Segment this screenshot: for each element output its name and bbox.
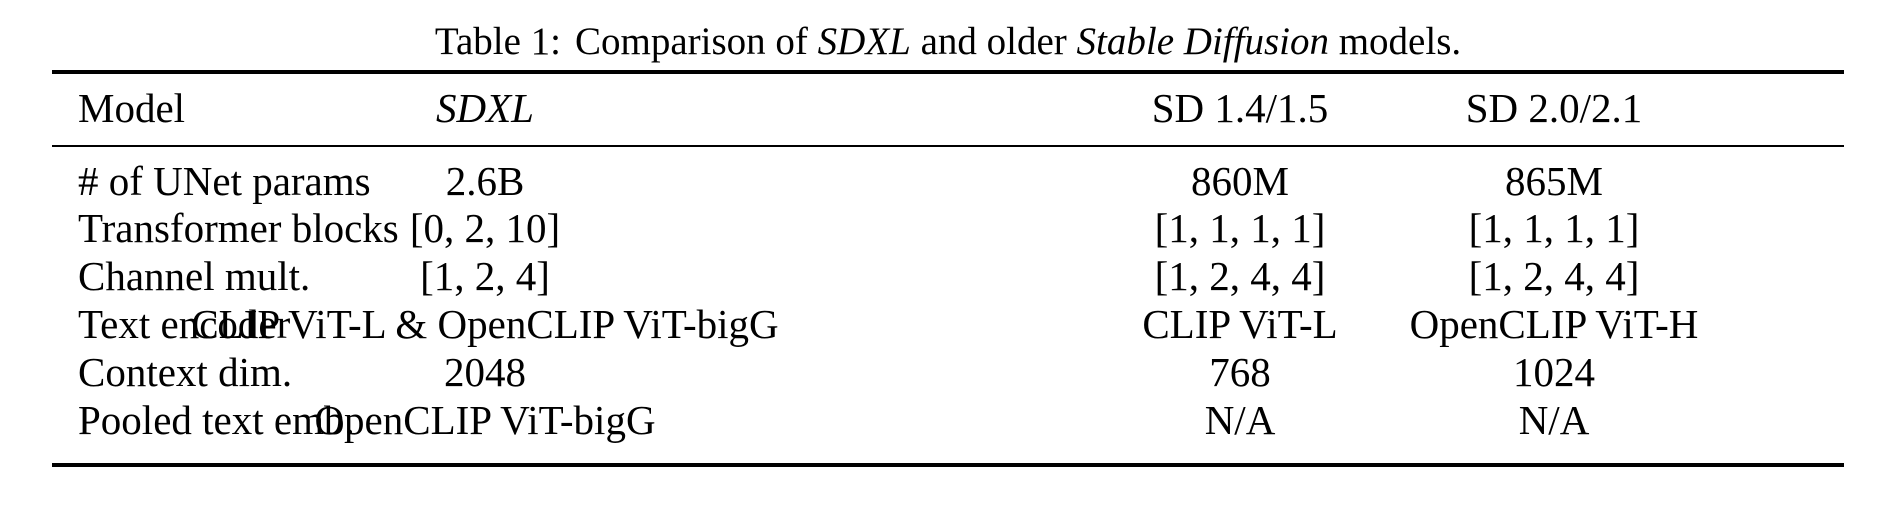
cell-sd-2-0-2-1: 1024 xyxy=(1513,349,1595,395)
cell-sd-1-4-1-5: CLIP ViT-L xyxy=(1142,301,1338,347)
header-sd-2-0-2-1: SD 2.0/2.1 xyxy=(1465,85,1643,131)
cell-sdxl: 2.6B xyxy=(445,158,525,204)
caption-text-middle: and older xyxy=(910,20,1077,63)
caption-text-after: models. xyxy=(1328,20,1462,63)
cell-sd-2-0-2-1: [1, 2, 4, 4] xyxy=(1468,253,1640,299)
table-row-channel-mult: Channel mult. [1, 2, 4] [1, 2, 4, 4] [1,… xyxy=(52,254,1844,298)
row-label: Transformer blocks xyxy=(78,205,399,251)
cell-sdxl: OpenCLIP ViT-bigG xyxy=(314,397,656,443)
cell-sd-1-4-1-5: 860M xyxy=(1191,158,1289,204)
table-row-context-dim: Context dim. 2048 768 1024 xyxy=(52,350,1844,394)
row-label: # of UNet params xyxy=(78,158,371,204)
cell-sd-2-0-2-1: [1, 1, 1, 1] xyxy=(1468,205,1640,251)
table-row-text-encoder: Text encoder CLIP ViT-L & OpenCLIP ViT-b… xyxy=(52,302,1844,346)
cell-sdxl: [0, 2, 10] xyxy=(409,205,561,251)
table-header-rule xyxy=(52,145,1844,147)
cell-sdxl: 2048 xyxy=(444,349,526,395)
caption-emphasis-stable-diffusion: Stable Diffusion xyxy=(1076,20,1329,63)
caption-text-before: Comparison of xyxy=(575,20,818,63)
cell-sdxl: CLIP ViT-L & OpenCLIP ViT-bigG xyxy=(191,301,779,347)
row-label: Channel mult. xyxy=(78,253,311,299)
cell-sd-1-4-1-5: N/A xyxy=(1204,397,1276,443)
cell-sd-1-4-1-5: [1, 1, 1, 1] xyxy=(1154,205,1326,251)
table-row-pooled-text-emb: Pooled text emb. OpenCLIP ViT-bigG N/A N… xyxy=(52,398,1844,442)
table-row-transformer-blocks: Transformer blocks [0, 2, 10] [1, 1, 1, … xyxy=(52,206,1844,250)
table-top-rule xyxy=(52,70,1844,74)
cell-sd-1-4-1-5: 768 xyxy=(1209,349,1271,395)
row-label: Text encoder xyxy=(78,301,291,347)
header-model: Model xyxy=(78,85,186,131)
caption-label: Table 1: xyxy=(434,20,561,63)
cell-sd-2-0-2-1: OpenCLIP ViT-H xyxy=(1409,301,1699,347)
cell-sd-2-0-2-1: N/A xyxy=(1518,397,1590,443)
header-sd-1-4-1-5: SD 1.4/1.5 xyxy=(1151,85,1329,131)
table-header-row: Model SDXL SD 1.4/1.5 SD 2.0/2.1 xyxy=(52,86,1844,130)
cell-sd-2-0-2-1: 865M xyxy=(1505,158,1603,204)
row-label: Pooled text emb. xyxy=(78,397,355,443)
row-label: Context dim. xyxy=(78,349,293,395)
caption-emphasis-sdxl: SDXL xyxy=(817,20,911,63)
header-sdxl: SDXL xyxy=(436,85,534,131)
table-caption: Table 1: Comparison of SDXL and older Sta… xyxy=(0,18,1896,66)
table-row-unet-params: # of UNet params 2.6B 860M 865M xyxy=(52,159,1844,203)
table-bottom-rule xyxy=(52,463,1844,467)
cell-sd-1-4-1-5: [1, 2, 4, 4] xyxy=(1154,253,1326,299)
cell-sdxl: [1, 2, 4] xyxy=(420,253,550,299)
